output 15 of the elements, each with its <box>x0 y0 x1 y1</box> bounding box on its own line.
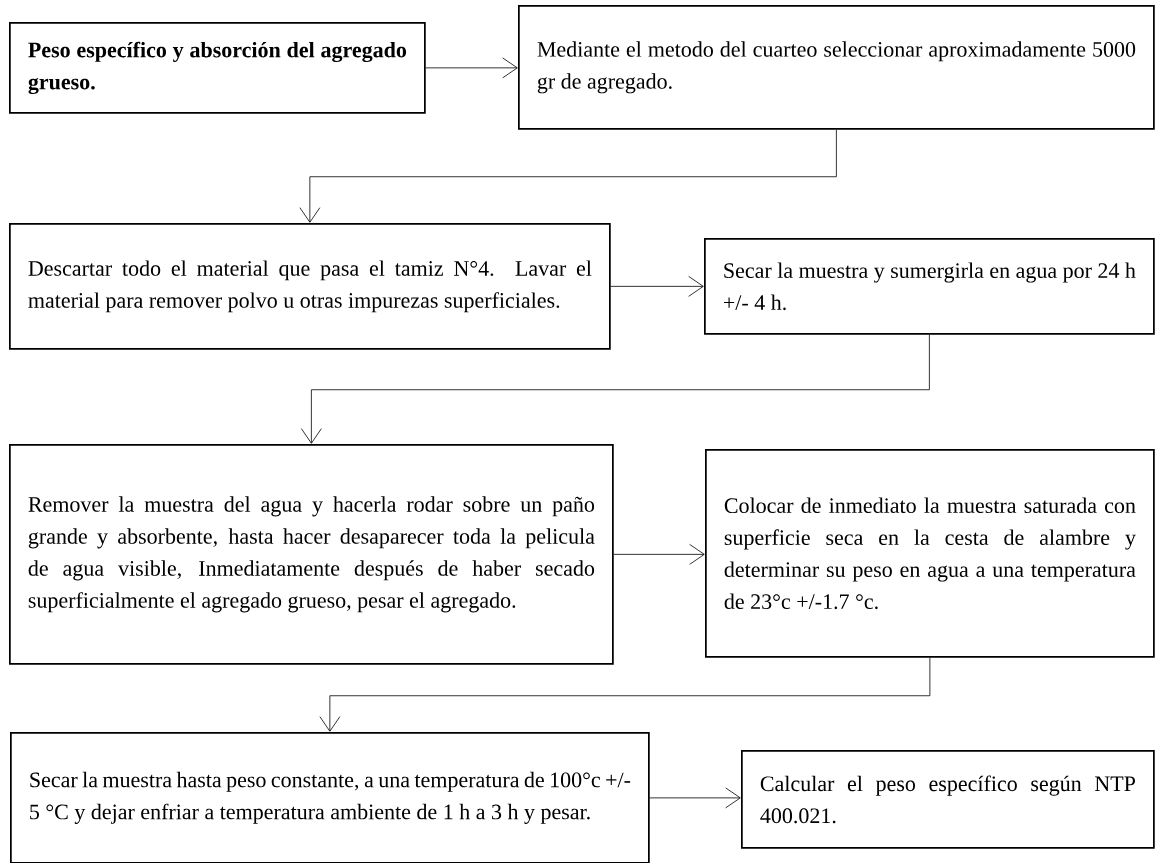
process-box: Mediante el metodo del cuarteo seleccionar aproximadamente 5000 gr de agregado. <box>518 5 1155 130</box>
arrow <box>610 275 704 297</box>
arrow <box>649 787 741 809</box>
process-box: Calcular el peso específico según NTP 400.021. <box>741 750 1155 849</box>
process-box: Secar la muestra y sumergirla en agua por 24 h +/- 4 h. <box>704 238 1155 335</box>
process-box: Peso específico y absorción del agregado grueso. <box>9 22 426 114</box>
process-box: Secar la muestra hasta peso constante, a una temperatura de 100°c +/- 5 °C y dejar enfriar a temperatura ambiente de 1 h a 3 h y pesar. <box>10 732 650 863</box>
arrow <box>425 57 518 79</box>
process-box: Colocar de inmediato la muestra saturada con superficie seca en la cesta de alambre y determinar su peso en agua a una temperatura de 23°c +/-1.7 °c. <box>705 449 1155 658</box>
arrow <box>299 129 837 223</box>
arrow <box>613 543 705 565</box>
arrow <box>319 657 931 732</box>
process-box: Remover la muestra del agua y hacerla rodar sobre un paño grande y absorbente, hasta hacer desaparecer toda la pelicula de agua visible, Inmediatamente después de haber secado superficialmente el agregado grueso, pesar el agregado. <box>9 444 614 665</box>
arrow <box>300 334 930 444</box>
process-box: Descartar todo el material que pasa el tamiz N°4. Lavar el material para remover polvo u otras impurezas superficiales. <box>9 223 611 350</box>
